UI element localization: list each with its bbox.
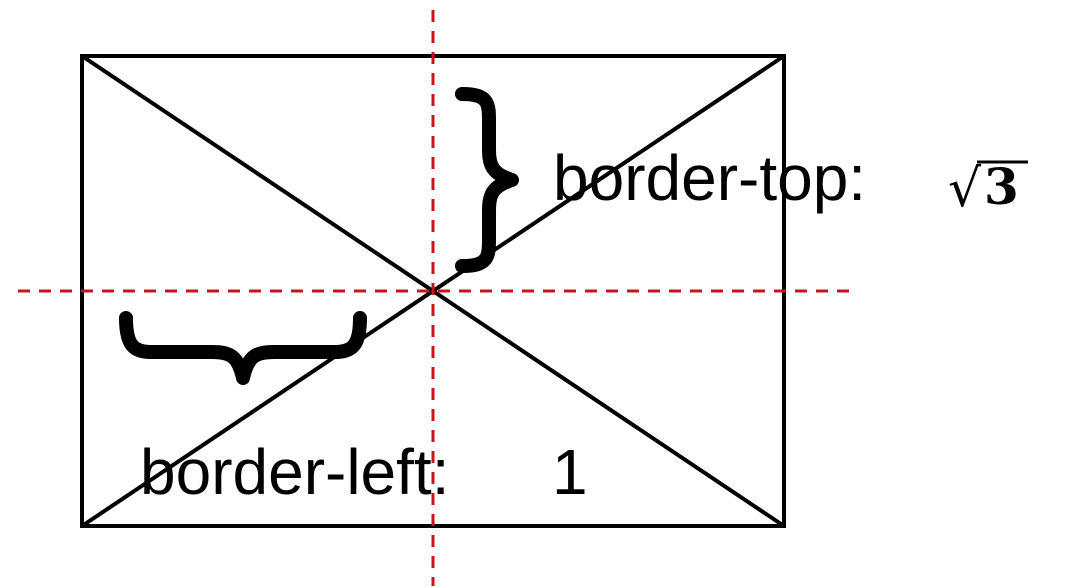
border-left-brace xyxy=(119,311,367,385)
border-top-label: border-top: xyxy=(553,142,866,214)
border-left-value: 1 xyxy=(552,436,588,508)
border-left-label: border-left: xyxy=(140,436,449,508)
sqrt-radicand: 3 xyxy=(984,157,1019,216)
border-top-brace xyxy=(455,87,519,273)
sqrt-sign: √ xyxy=(948,159,982,219)
border-top-value: √ 3 xyxy=(948,157,1028,219)
